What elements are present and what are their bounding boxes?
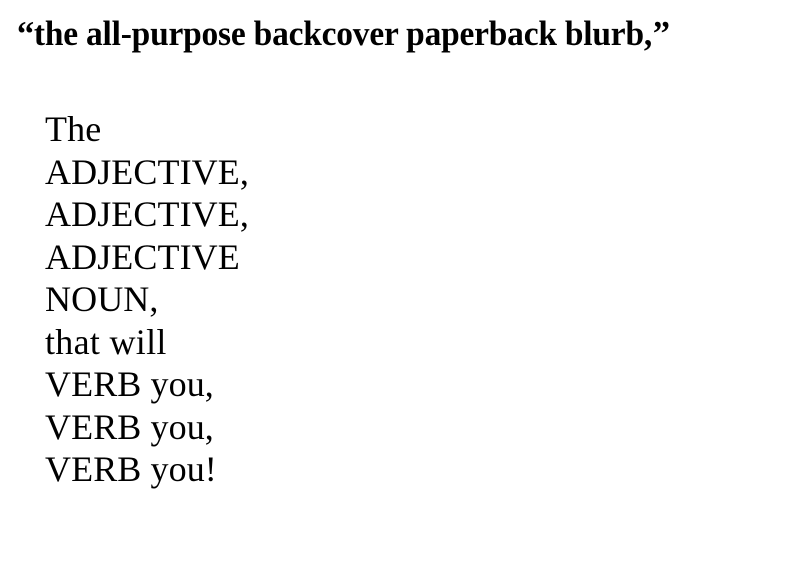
page-title: ‘‘the all-purpose backcover paperback bl… xyxy=(16,12,753,56)
verse-line: that will xyxy=(45,321,167,362)
verse-line: ADJECTIVE xyxy=(45,236,240,277)
verse-line: The xyxy=(45,109,102,149)
verse-line: NOUN, xyxy=(45,279,159,319)
verse-line: VERB you, xyxy=(45,406,214,447)
opening-quote-mark: ‘‘ xyxy=(16,14,35,53)
closing-quote-mark: ’’ xyxy=(652,14,671,53)
verse-line: ADJECTIVE, xyxy=(45,194,249,234)
verse-block: The ADJECTIVE, ADJECTIVE, ADJECTIVE NOUN… xyxy=(45,108,465,491)
verse-line: VERB you, xyxy=(45,364,214,404)
verse-line: VERB you! xyxy=(45,449,217,489)
page-title-text: the all-purpose backcover paperback blur… xyxy=(33,14,653,53)
verse-line: ADJECTIVE, xyxy=(45,151,249,192)
